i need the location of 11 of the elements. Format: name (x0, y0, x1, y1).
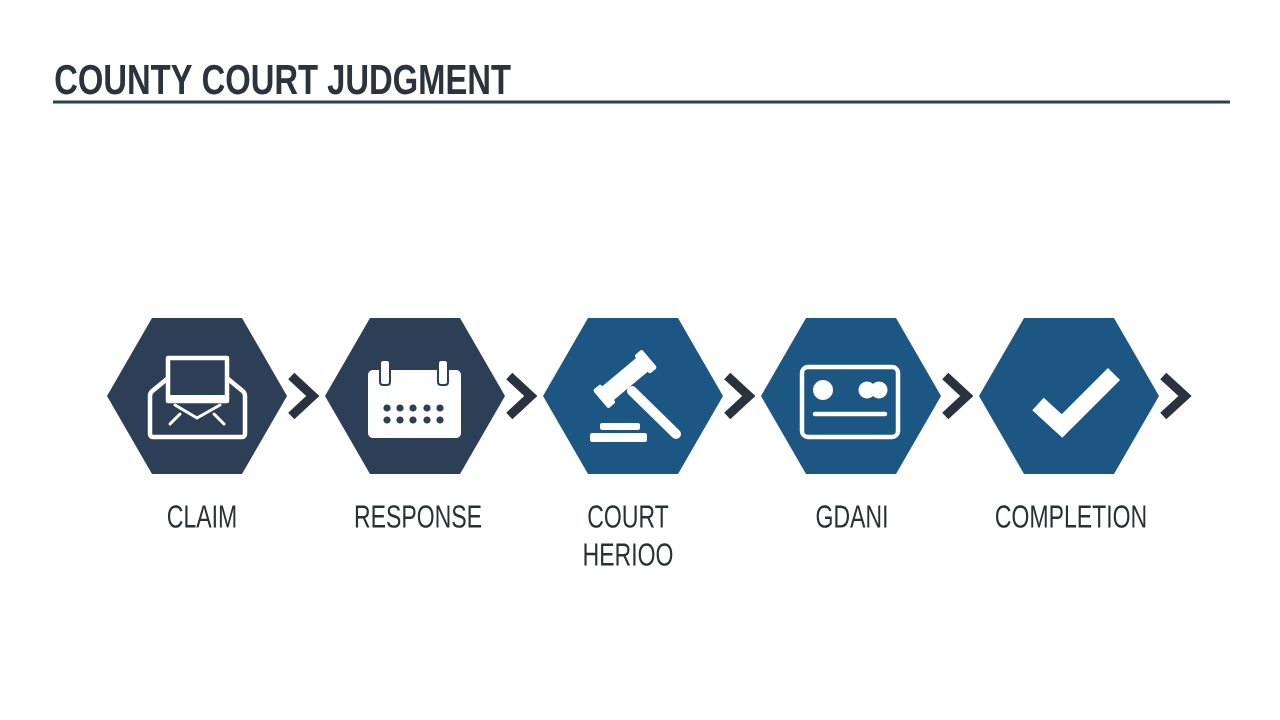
chevron-arrow (506, 372, 538, 420)
chevron-arrow (1160, 372, 1192, 420)
diagram-title: COUNTY COURT JUDGMENT (55, 64, 511, 95)
step-label: GDANI (816, 505, 887, 528)
step-label: RESPONSE (355, 505, 482, 528)
step-label: COMPLETION (996, 505, 1146, 528)
step-label: CLAIM (168, 505, 236, 528)
step-label: COURT HERIOO (584, 505, 673, 566)
chevron-arrow (724, 372, 756, 420)
chevron-arrow (942, 372, 974, 420)
chevron-arrow (288, 372, 320, 420)
